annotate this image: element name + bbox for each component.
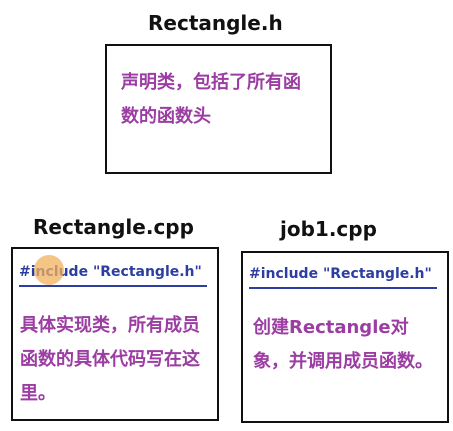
cursor-highlight [34, 255, 64, 285]
job-file-title: job1.cpp [280, 217, 377, 241]
header-file-description: 声明类，包括了所有函数的函数头 [121, 72, 301, 127]
impl-include-underline [19, 285, 207, 287]
header-file-box: 声明类，包括了所有函数的函数头 [105, 44, 332, 174]
job-include-underline [249, 287, 437, 289]
header-file-title: Rectangle.h [148, 11, 283, 35]
impl-file-title: Rectangle.cpp [33, 215, 194, 239]
impl-file-description: 具体实现类，所有成员函数的具体代码写在这里。 [20, 315, 200, 404]
job-include-line: #include "Rectangle.h" [249, 266, 432, 282]
job-file-box: #include "Rectangle.h" 创建Rectangle对象，并调用… [241, 251, 449, 423]
job-file-description: 创建Rectangle对象，并调用成员函数。 [253, 317, 433, 372]
impl-include-line: #include "Rectangle.h" [19, 264, 202, 280]
impl-file-box: #include "Rectangle.h" 具体实现类，所有成员函数的具体代码… [11, 247, 219, 421]
